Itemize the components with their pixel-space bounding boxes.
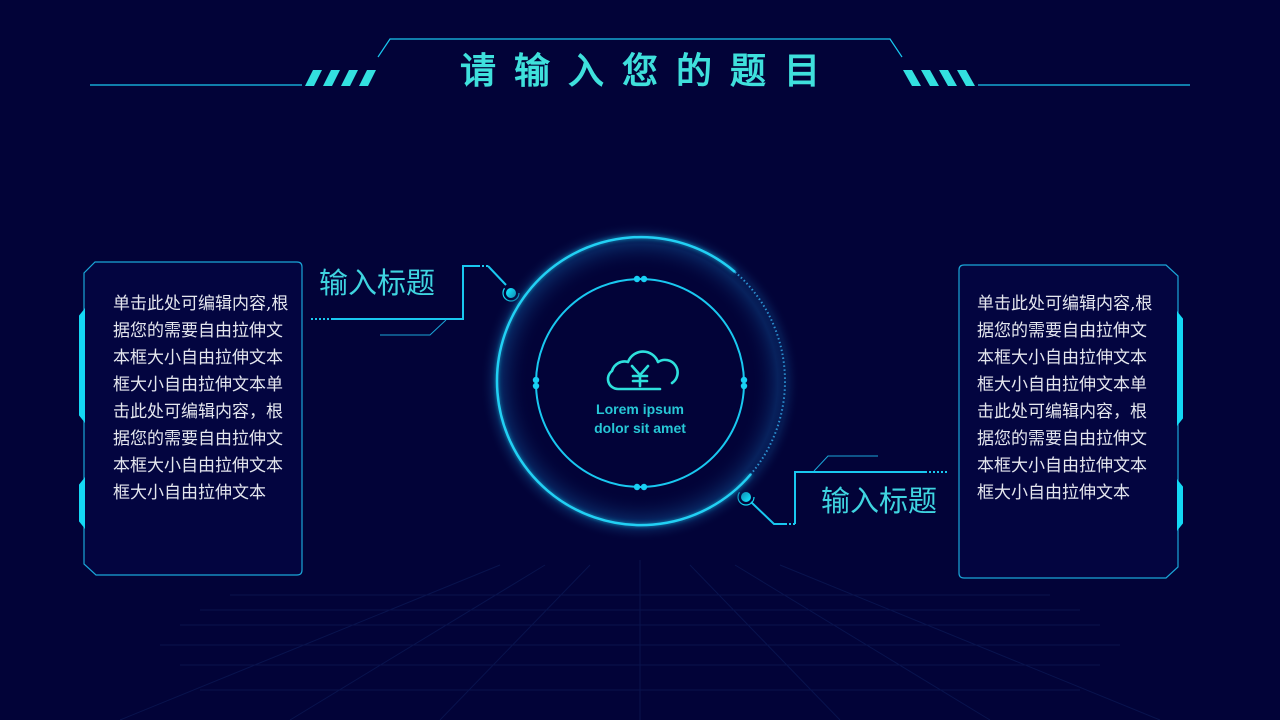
left-body-text[interactable]: 单击此处可编辑内容,根据您的需要自由拉伸文本框大小自由拉伸文本框大小自由拉伸文本… bbox=[113, 294, 289, 503]
center-label-line1: Lorem ipsum bbox=[596, 401, 684, 417]
cloud-yen-icon bbox=[606, 350, 679, 391]
center-label-line2: dolor sit amet bbox=[594, 420, 686, 436]
title-frame bbox=[90, 38, 1190, 86]
right-body-text[interactable]: 单击此处可编辑内容,根据您的需要自由拉伸文本框大小自由拉伸文本框大小自由拉伸文本… bbox=[977, 294, 1153, 503]
inner-ring-dots bbox=[532, 275, 748, 491]
right-item-heading[interactable]: 输入标题 bbox=[821, 484, 938, 518]
outer-ring-dotted bbox=[734, 271, 786, 475]
outer-ring bbox=[495, 235, 752, 527]
page-title[interactable]: 请输入您的题目 bbox=[459, 51, 838, 92]
title-stripes-right bbox=[903, 70, 975, 86]
center-label[interactable]: Lorem ipsum dolor sit amet bbox=[560, 400, 720, 438]
title-stripes-left bbox=[305, 70, 376, 86]
left-item-heading[interactable]: 输入标题 bbox=[319, 266, 436, 300]
